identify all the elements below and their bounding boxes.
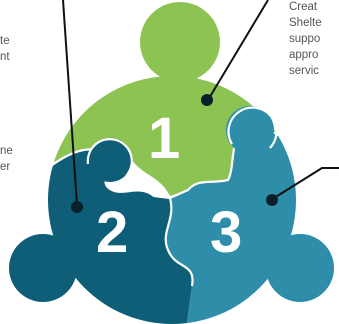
right-text-line-5: servic — [289, 65, 320, 77]
pointer-dot-3 — [266, 194, 278, 206]
left-text-top-line-2: nt — [0, 51, 10, 63]
right-text-line-2: Shelte — [289, 17, 322, 29]
puzzle-knob-3 — [226, 106, 274, 154]
right-text-line-3: suppo — [289, 33, 321, 45]
pointer-dot-1 — [201, 94, 213, 106]
pointer-dot-2 — [71, 201, 83, 213]
puzzle-knob-2 — [88, 138, 132, 182]
piece-number-2: 2 — [96, 200, 128, 265]
left-text-bottom-line-2: er — [0, 161, 11, 173]
knob-3-outline — [227, 106, 278, 149]
knob-2-outline — [86, 138, 133, 177]
piece-number-3: 3 — [210, 200, 242, 265]
figure-1-head — [140, 2, 220, 82]
pointer-line-3 — [273, 167, 339, 199]
pointer-line-1 — [207, 0, 269, 101]
right-text-line-1: Creat — [289, 1, 318, 13]
pointer-line-2 — [62, 0, 78, 206]
piece-number-1: 1 — [148, 106, 180, 171]
right-text-line-4: appro — [289, 49, 319, 61]
left-text-bottom-line-1: ne — [0, 145, 13, 157]
left-text-top-line-1: te — [0, 35, 10, 47]
